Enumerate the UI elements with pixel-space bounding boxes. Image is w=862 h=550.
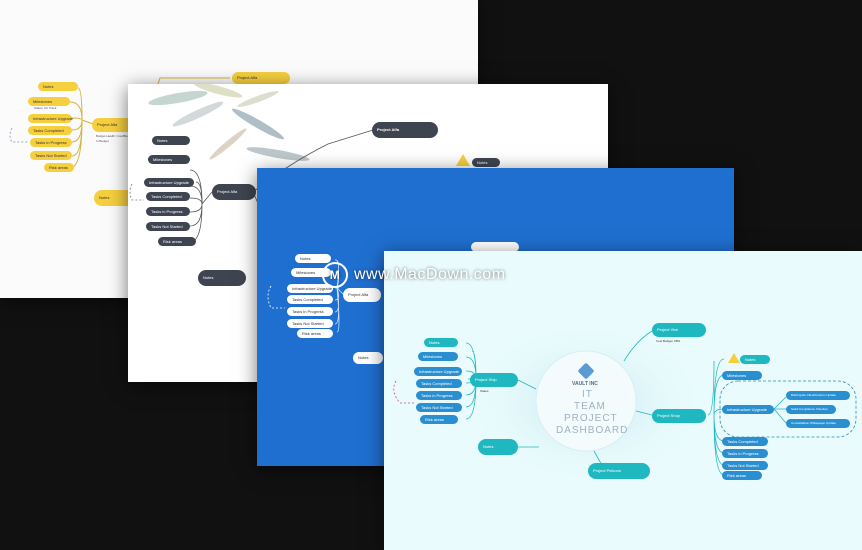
feather-node-notes-bottom[interactable]: Notes bbox=[198, 270, 246, 286]
feather-node-tasks-in-progress[interactable]: Tasks in Progress bbox=[146, 207, 190, 216]
cyan-left-tasks-not-started[interactable]: Tasks Not Started bbox=[416, 403, 462, 412]
blue-node-notes-bottom[interactable]: Notes bbox=[353, 352, 383, 364]
feather-warning-icon bbox=[456, 154, 470, 166]
cyan-right-infrastructure[interactable]: Infrastructure Upgrade bbox=[722, 405, 774, 414]
yellow-node-tasks-completed[interactable]: Tasks Completed bbox=[28, 126, 72, 135]
yellow-project-alfa-main[interactable]: Project Alfa bbox=[92, 118, 136, 132]
project-ship-node[interactable]: Project Ship bbox=[470, 373, 518, 387]
project-ship-status: Status bbox=[480, 389, 489, 393]
project-shop-node[interactable]: Project Shop bbox=[652, 409, 706, 423]
blue-cloud-decoration bbox=[471, 242, 519, 252]
yellow-meta-budget: Budget Health: Cost/Budget: 0% bbox=[96, 134, 140, 138]
blue-node-milestones[interactable]: Milestones bbox=[291, 268, 331, 277]
cyan-right-tasks-not-started[interactable]: Tasks Not Started bbox=[722, 461, 768, 470]
center-line-1: IT bbox=[582, 389, 593, 400]
slide-cyan-dashboard[interactable]: VAULT INC IT TEAM PROJECT DASHBOARD Note… bbox=[384, 251, 862, 550]
yellow-meta-status: Status: On Track bbox=[34, 106, 57, 110]
yellow-node-milestones[interactable]: Milestones bbox=[28, 97, 70, 106]
feather-node-risk-top[interactable]: Notes bbox=[472, 158, 500, 167]
feather-node-risk-areas[interactable]: Risk areas bbox=[158, 237, 196, 246]
watermark-logo-icon: M bbox=[322, 262, 348, 288]
cyan-sub-node-1[interactable]: Build Ignite Client/Custom Update bbox=[786, 391, 850, 400]
project-pinkoon-node[interactable]: Project Pinkoon bbox=[588, 463, 650, 479]
cyan-right-tasks-in-progress[interactable]: Tasks in Progress bbox=[722, 449, 768, 458]
blue-node-tasks-in-progress[interactable]: Tasks in Progress bbox=[287, 307, 333, 316]
center-line-4: DASHBOARD bbox=[556, 425, 629, 436]
cyan-left-infrastructure[interactable]: Infrastructure Upgrade bbox=[414, 367, 462, 376]
blue-node-risk-areas[interactable]: Risk areas bbox=[297, 329, 333, 338]
watermark-text: www.MacDown.com bbox=[354, 266, 506, 283]
cyan-left-notes[interactable]: Notes bbox=[424, 338, 458, 347]
project-vive-node[interactable]: Project Vive bbox=[652, 323, 706, 337]
cyan-sub-node-3[interactable]: Consolidation Whitepaper Update bbox=[786, 419, 850, 428]
feather-node-infrastructure[interactable]: Infrastructure Upgrade bbox=[144, 178, 194, 187]
feather-project-alfa-top[interactable]: Project Alfa bbox=[372, 122, 438, 138]
yellow-node-infrastructure[interactable]: Infrastructure Upgrade bbox=[28, 114, 73, 123]
cyan-connectors bbox=[393, 323, 857, 483]
center-company: VAULT INC bbox=[572, 381, 598, 387]
yellow-project-alfa-top[interactable]: Project Alfa bbox=[232, 72, 290, 84]
center-line-2: TEAM bbox=[574, 401, 606, 412]
cyan-right-tasks-completed[interactable]: Tasks Completed bbox=[722, 437, 768, 446]
cyan-right-risk-areas[interactable]: Risk areas bbox=[722, 471, 762, 480]
blue-node-infrastructure[interactable]: Infrastructure Upgrade bbox=[287, 284, 333, 293]
project-vive-budget: Cost Budget: 68% bbox=[656, 339, 681, 343]
watermark: M www.MacDown.com bbox=[322, 262, 506, 288]
cyan-left-risk-areas[interactable]: Risk areas bbox=[420, 415, 458, 424]
yellow-node-notes-bottom[interactable]: Notes bbox=[94, 190, 138, 206]
blue-project-alfa-main[interactable]: Project Alfa bbox=[343, 288, 381, 302]
blue-node-tasks-completed[interactable]: Tasks Completed bbox=[287, 295, 333, 304]
cyan-right-notes[interactable]: Notes bbox=[740, 355, 770, 364]
yellow-meta-inbudget: In Budget bbox=[96, 139, 109, 143]
cyan-left-tasks-in-progress[interactable]: Tasks in Progress bbox=[416, 391, 462, 400]
yellow-node-tasks-not-started[interactable]: Tasks Not Started bbox=[30, 151, 72, 160]
cyan-left-milestones[interactable]: Milestones bbox=[418, 352, 458, 361]
feather-node-milestones[interactable]: Milestones bbox=[148, 155, 190, 164]
feather-node-tasks-not-started[interactable]: Tasks Not Started bbox=[146, 222, 190, 231]
yellow-node-notes[interactable]: Notes bbox=[38, 82, 78, 91]
cyan-sub-node-2[interactable]: SaaS Compliance Checkup bbox=[786, 405, 836, 414]
center-line-3: PROJECT bbox=[564, 413, 618, 424]
cyan-warning-icon bbox=[728, 353, 740, 363]
yellow-node-risk-areas[interactable]: Risk areas bbox=[44, 163, 74, 172]
feather-project-alfa-main[interactable]: Project Alfa bbox=[212, 184, 256, 200]
feather-decoration bbox=[129, 84, 374, 271]
blue-node-notes[interactable]: Notes bbox=[295, 254, 331, 263]
feather-node-notes[interactable]: Notes bbox=[152, 136, 190, 145]
yellow-node-tasks-in-progress[interactable]: Tasks in Progress bbox=[30, 138, 72, 147]
cyan-right-milestones[interactable]: Milestones bbox=[722, 371, 762, 380]
blue-node-tasks-not-started[interactable]: Tasks Not Started bbox=[287, 319, 333, 328]
cyan-left-tasks-completed[interactable]: Tasks Completed bbox=[416, 379, 462, 388]
cyan-notes-node[interactable]: Notes bbox=[478, 439, 518, 455]
feather-node-tasks-completed[interactable]: Tasks Completed bbox=[146, 192, 190, 201]
